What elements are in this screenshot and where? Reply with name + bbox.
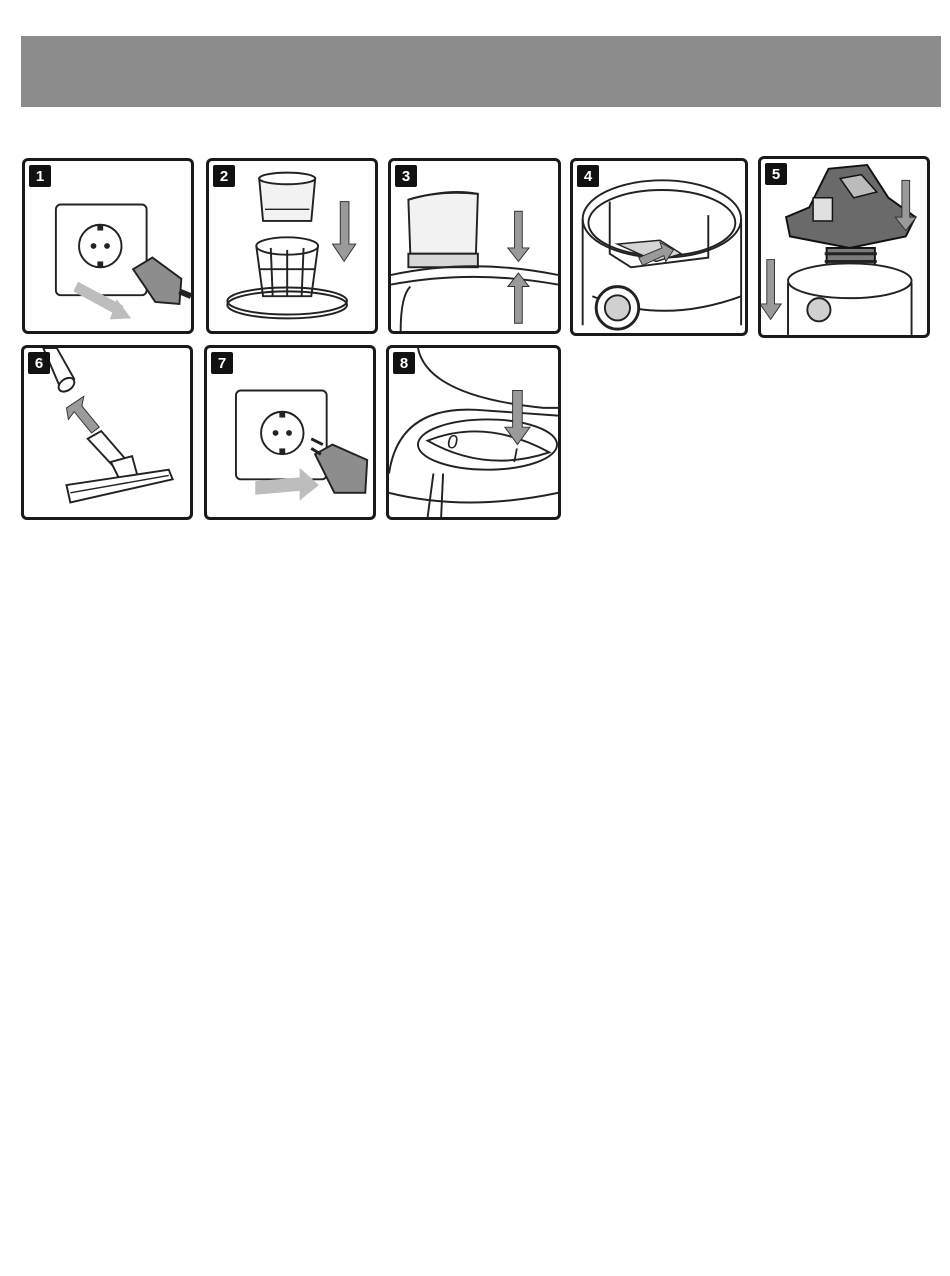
step-3-panel: 3 xyxy=(388,158,561,334)
tank-inlet-icon xyxy=(573,161,745,333)
step-2-panel: 2 xyxy=(206,158,378,334)
step-badge: 2 xyxy=(213,165,235,187)
header-band xyxy=(21,36,941,107)
step-badge: 3 xyxy=(395,165,417,187)
step-badge: 6 xyxy=(28,352,50,374)
switch-on-label: I xyxy=(513,446,519,467)
step-5-panel: 5 xyxy=(758,156,930,338)
step-badge: 4 xyxy=(577,165,599,187)
step-badge: 1 xyxy=(29,165,51,187)
motor-head-icon xyxy=(761,159,927,335)
step-badge: 5 xyxy=(765,163,787,185)
step-6-panel: 6 xyxy=(21,345,193,520)
step-badge: 8 xyxy=(393,352,415,374)
step-7-panel: 7 xyxy=(204,345,376,520)
step-8-panel: 8 0 I xyxy=(386,345,561,520)
step-badge: 7 xyxy=(211,352,233,374)
switch-off-label: 0 xyxy=(447,432,458,453)
step-4-panel: 4 xyxy=(570,158,748,336)
step-1-panel: 1 xyxy=(22,158,194,334)
empty-slot xyxy=(566,342,930,522)
